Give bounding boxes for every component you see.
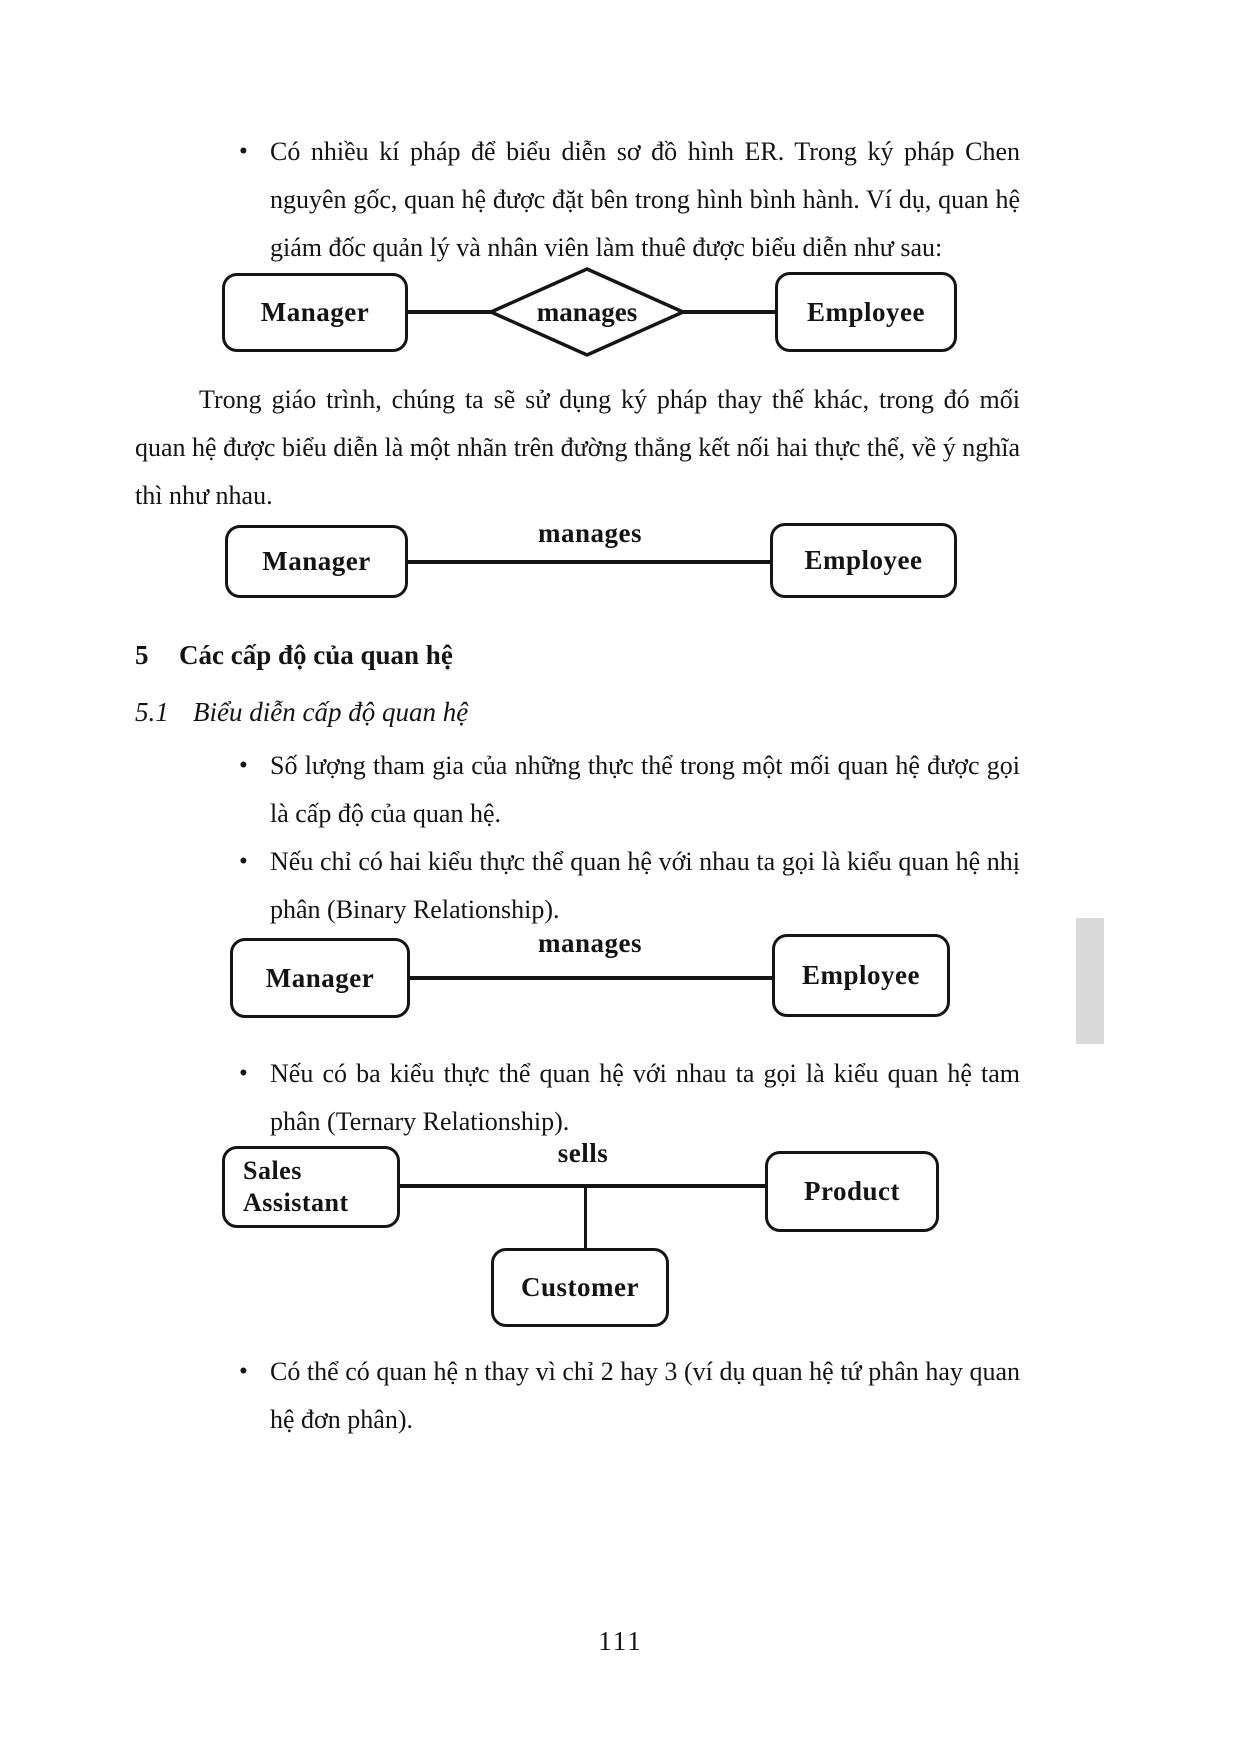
entity-box-customer: Customer [491, 1248, 669, 1327]
bullet-item-nary: • Có thể có quan hệ n thay vì chỉ 2 hay … [237, 1348, 1020, 1444]
bullet-marker: • [239, 1060, 248, 1087]
entity-box-product: Product [765, 1151, 939, 1232]
connector-line [408, 560, 772, 564]
paragraph-alt-notation: Trong giáo trình, chúng ta sẽ sử dụng ký… [135, 385, 1020, 510]
bullet-item-binary: • Nếu chỉ có hai kiểu thực thể quan hệ v… [237, 838, 1020, 934]
entity-label: Employee [807, 296, 925, 327]
entity-label: Employee [804, 545, 923, 575]
entity-box-manager: Manager [225, 525, 408, 598]
entity-label: Customer [521, 1272, 639, 1302]
relationship-label: manages [536, 296, 638, 327]
entity-label: Employee [802, 960, 920, 990]
page-number: 111 [598, 1626, 643, 1656]
scan-artifact [1076, 918, 1104, 1044]
subsection-title: Biểu diễn cấp độ quan hệ [193, 697, 469, 727]
connector-line [683, 310, 775, 314]
relationship-label: manages [538, 518, 642, 548]
entity-box-employee: Employee [770, 523, 957, 598]
entity-box-employee: Employee [772, 934, 950, 1017]
entity-label: Product [804, 1176, 900, 1206]
connector-line [400, 1184, 767, 1188]
entity-box-manager: Manager [222, 273, 408, 352]
bullet-item-chen-notation: • Có nhiều kí pháp để biểu diễn sơ đồ hì… [237, 128, 1020, 272]
bullet-text: Số lượng tham gia của những thực thể tro… [270, 751, 1020, 828]
bullet-marker: • [239, 848, 248, 875]
connector-line [405, 310, 497, 314]
bullet-marker: • [239, 1358, 248, 1385]
bullet-text: Nếu có ba kiểu thực thể quan hệ với nhau… [270, 1059, 1020, 1136]
entity-label: Manager [262, 546, 371, 576]
bullet-item-degree-definition: • Số lượng tham gia của những thực thể t… [237, 742, 1020, 838]
section-heading: 5 Các cấp độ của quan hệ [135, 640, 453, 671]
entity-box-employee: Employee [775, 272, 957, 352]
bullet-text: Có thể có quan hệ n thay vì chỉ 2 hay 3 … [270, 1357, 1020, 1434]
entity-box-manager: Manager [230, 938, 410, 1018]
relationship-label: sells [557, 1138, 609, 1168]
entity-box-sales-assistant: Sales Assistant [222, 1146, 400, 1228]
relationship-diamond: manages [488, 266, 686, 358]
subsection-heading: 5.1 Biểu diễn cấp độ quan hệ [135, 697, 468, 728]
bullet-text: Có nhiều kí pháp để biểu diễn sơ đồ hình… [270, 137, 1020, 262]
relationship-label: manages [538, 928, 642, 958]
bullet-marker: • [239, 752, 248, 779]
bullet-item-ternary: • Nếu có ba kiểu thực thể quan hệ với nh… [237, 1050, 1020, 1146]
section-number: 5 [135, 640, 149, 670]
diamond-shape [488, 267, 686, 357]
entity-label: Sales Assistant [243, 1155, 349, 1218]
bullet-text: Nếu chỉ có hai kiểu thực thể quan hệ với… [270, 847, 1020, 924]
connector-line [410, 976, 774, 980]
entity-label: Manager [260, 297, 370, 327]
subsection-number: 5.1 [135, 697, 169, 727]
bullet-marker: • [239, 138, 248, 165]
entity-label: Manager [265, 962, 375, 993]
section-title: Các cấp độ của quan hệ [179, 640, 453, 670]
connector-line-vertical [584, 1188, 587, 1250]
